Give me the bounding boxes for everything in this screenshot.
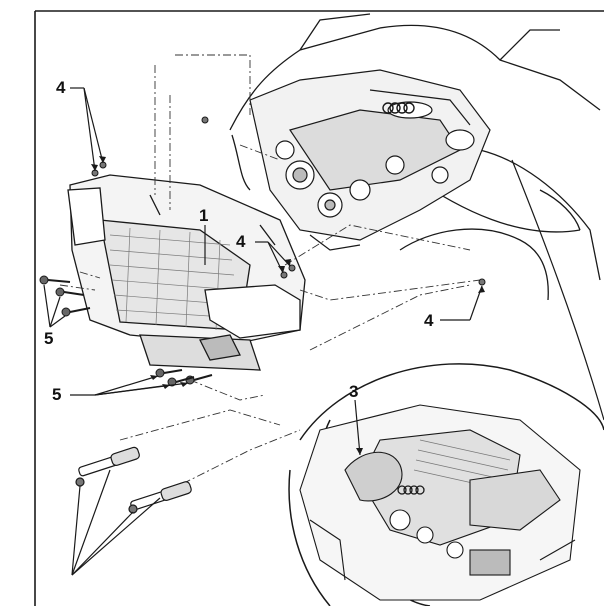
callout-4-right: 4 [424, 311, 434, 330]
alignment-pins [75, 446, 192, 514]
leader-arrowheads [91, 156, 485, 455]
callout-5-lower: 5 [52, 385, 62, 404]
callout-5-left: 5 [44, 329, 54, 348]
bolts-lower-group [155, 368, 213, 387]
callout-3-inset: 3 [349, 382, 359, 401]
engine-assembly [249, 69, 491, 251]
inset-engine-bay [299, 404, 581, 601]
frame-border [34, 10, 604, 606]
leader-lines [43, 87, 483, 576]
front-carrier-assembly [67, 174, 306, 371]
alignment-dash-lines [59, 54, 481, 506]
callout-4-top-left: 4 [56, 78, 66, 97]
bolts-left-group [39, 275, 91, 317]
callout-4-middle: 4 [236, 232, 246, 251]
callout-1-front-carrier: 1 [199, 206, 209, 225]
